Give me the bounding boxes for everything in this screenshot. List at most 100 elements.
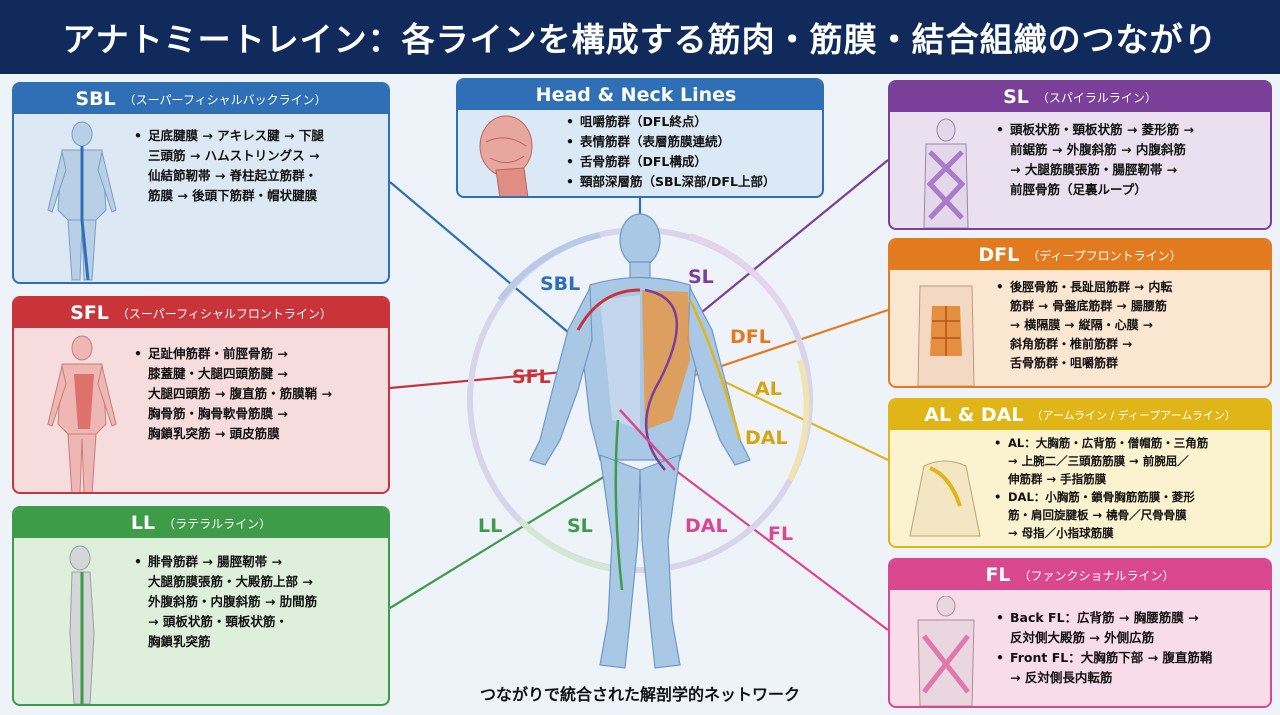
connector-sfl [389,368,586,390]
side-body-icon [69,545,95,704]
card-fl-name: （ファンクショナルライン） [1018,568,1175,583]
dfl-line-4: 斜角筋群・椎前筋群 → [1010,337,1133,351]
fl-front-line-1: Front FL：大胸筋下部 → 腹直筋鞘 [996,648,1212,668]
card-fl-code: FL [985,564,1011,586]
label-dal: DAL [745,427,788,449]
card-sfl-header: SFL （スーパーフィシャルフロントライン） [14,298,388,328]
connector-fl [674,469,889,631]
card-sl-header: SL （スパイラルライン） [890,82,1270,112]
card-sl-name: （スパイラルライン） [1036,90,1157,105]
label-sbl: SBL [540,273,581,295]
ll-line-2: 大腿筋膜張筋・大殿筋上部 → [148,574,313,589]
connector-ll [389,469,616,609]
sbl-line-1: 足底腱膜 → アキレス腱 → 下腿 [134,126,324,146]
ll-line-5: 胸鎖乳突筋 [148,634,211,649]
head-neck-icon [479,115,533,196]
sbl-line-3: 仙結節靭帯 → 脊柱起立筋群・ [148,168,318,183]
fl-line [619,409,676,471]
dfl-line-1: 後脛骨筋・長趾屈筋群 → 内転 [996,278,1172,297]
front-body-icon [47,335,117,492]
card-fl: FL （ファンクショナルライン） Back FL：広背筋 → 胸腰筋膜 → 反対… [888,558,1272,708]
sl-line [644,288,679,471]
card-sbl-name: （スーパーフィシャルバックライン） [123,92,327,107]
card-sl: SL （スパイラルライン） 頭板状筋・頸板状筋 → 菱形筋 → 前鋸筋 → 外腹… [888,80,1272,230]
dfl-line-2: 筋群 → 骨盤底筋群 → 腸腰筋 [1010,299,1167,313]
sl-line-3: → 大腿筋膜張筋・腸脛靭帯 → [1010,162,1178,177]
fl-front-line-2: → 反対側長内転筋 [1010,670,1113,685]
label-ll: LL [478,515,503,537]
card-dfl-header: DFL （ディープフロントライン） [890,240,1270,270]
ll-line-4: → 頭板状筋・頸板状筋・ [148,614,288,629]
card-al-dal-header: AL & DAL （アームライン / ディープアームライン） [890,400,1270,430]
sfl-overlay [600,295,640,430]
sl-line-1: 頭板状筋・頸板状筋 → 菱形筋 → [996,120,1194,140]
card-sl-code: SL [1003,86,1029,108]
fl-back-line-2: 反対側大殿筋 → 外側広筋 [1010,630,1155,645]
label-fl: FL [768,523,794,545]
al-line-1: AL：大胸筋・広背筋・僧帽筋・三角筋 [994,434,1208,452]
card-ll: LL （ラテラルライン） 腓骨筋群 → 腸脛靭帯 → 大腿筋膜張筋・大殿筋上部 … [12,506,390,706]
dfl-line-3: → 横隔膜 → 縦隔・心膜 → [1010,318,1153,332]
card-head-neck-code: Head & Neck Lines [535,84,737,106]
arm-line-icon [909,460,981,537]
label-sl: SL [688,266,714,288]
card-ll-header: LL （ラテラルライン） [14,508,388,538]
ll-line-3: 外腹斜筋・内腹斜筋 → 肋間筋 [148,594,318,609]
fl-back-line-1: Back FL：広背筋 → 胸腰筋膜 → [996,608,1212,628]
connector-dfl [679,308,889,382]
sl-line-4: 前脛骨筋（足裏ループ） [1010,182,1147,197]
card-sfl-code: SFL [70,302,109,324]
functional-line-icon [917,596,975,706]
al-line [688,299,742,441]
page-title: アナトミートレイン：各ラインを構成する筋肉・筋膜・結合組織のつながり [62,20,1218,59]
sfl-line-4: 胸骨筋・胸骨軟骨筋膜 → [148,406,288,421]
dal-line-2: 筋・肩回旋腱板 → 橈骨／尺骨骨膜 [1008,508,1187,522]
network-ring [467,227,813,573]
card-sbl-header: SBL （スーパーフィシャルバックライン） [14,84,388,114]
label-dfl: DFL [730,326,771,348]
card-fl-header: FL （ファンクショナルライン） [890,560,1270,590]
dfl-overlay [642,290,690,430]
label-al: AL [755,378,782,400]
sbl-line-4: 筋膜 → 後頭下筋群・帽状腱膜 [148,188,318,203]
label-sfl: SFL [512,366,551,388]
dal-line-3: → 母指／小指球筋膜 [1008,526,1114,540]
sbl-line [576,288,641,331]
card-head-neck: Head & Neck Lines 咀嚼筋群（DFL終点） 表情筋群（表層筋膜連… [456,78,824,198]
card-dfl-name: （ディープフロントライン） [1027,248,1182,263]
card-head-neck-header: Head & Neck Lines [458,80,822,110]
sfl-line-5: 胸鎖乳突筋 → 頭皮筋膜 [148,426,280,441]
card-al-dal-code: AL & DAL [924,404,1024,426]
connector-sbl [389,181,576,339]
sfl-line-1: 足趾伸筋群・前脛骨筋 → [134,344,332,364]
card-sbl-code: SBL [75,88,116,110]
ll-line [614,419,624,591]
sfl-line-3: 大腿四頭筋 → 腹直筋・筋膜鞘 → [148,386,333,401]
ll-line-1: 腓骨筋群 → 腸脛靭帯 → [134,552,317,572]
connector-al [699,369,889,461]
back-body-icon [47,121,117,281]
card-al-dal: AL & DAL （アームライン / ディープアームライン） AL：大胸筋・広背… [888,398,1272,548]
hnl-item-3: 舌骨筋群（DFL構成） [566,152,775,172]
title-bar: アナトミートレイン：各ラインを構成する筋肉・筋膜・結合組織のつながり [0,0,1280,74]
sbl-line-2: 三頭筋 → ハムストリングス → [148,148,320,163]
sl-line-2: 前鋸筋 → 外腹斜筋 → 内腹斜筋 [1010,142,1186,157]
dfl-line-5: 舌骨筋群・咀嚼筋群 [1010,356,1119,370]
card-ll-name: （ラテラルライン） [163,516,272,531]
card-dfl-code: DFL [978,244,1020,266]
card-sfl: SFL （スーパーフィシャルフロントライン） 足趾伸筋群・前脛骨筋 → 膝蓋腱・… [12,296,390,494]
card-al-dal-name: （アームライン / ディープアームライン） [1031,409,1236,422]
al-line-3: 伸筋群 → 手指筋膜 [1008,472,1107,486]
dal-line-1: DAL：小胸筋・鎖骨胸筋筋膜・菱形 [994,488,1208,506]
card-ll-code: LL [130,512,156,534]
card-dfl: DFL （ディープフロントライン） 後脛骨筋・長趾屈筋群 → 内転 筋群 → 骨… [888,238,1272,388]
deep-front-icon [917,285,975,386]
label-sl-lower: SL [567,515,593,537]
sfl-line-2: 膝蓋腱・大腿四頭筋腱 → [148,366,288,381]
card-sfl-name: （スーパーフィシャルフロントライン） [116,306,332,321]
hnl-item-2: 表情筋群（表層筋膜連続） [566,132,775,152]
hnl-item-4: 頸部深層筋（SBL深部/DFL上部） [566,172,775,192]
al-line-2: → 上腕二／三頭筋筋膜 → 前腕屈／ [1008,454,1189,468]
spiral-body-icon [923,118,969,228]
card-sbl: SBL （スーパーフィシャルバックライン） 足底腱膜 → アキレス腱 → 下腿 … [12,82,390,284]
